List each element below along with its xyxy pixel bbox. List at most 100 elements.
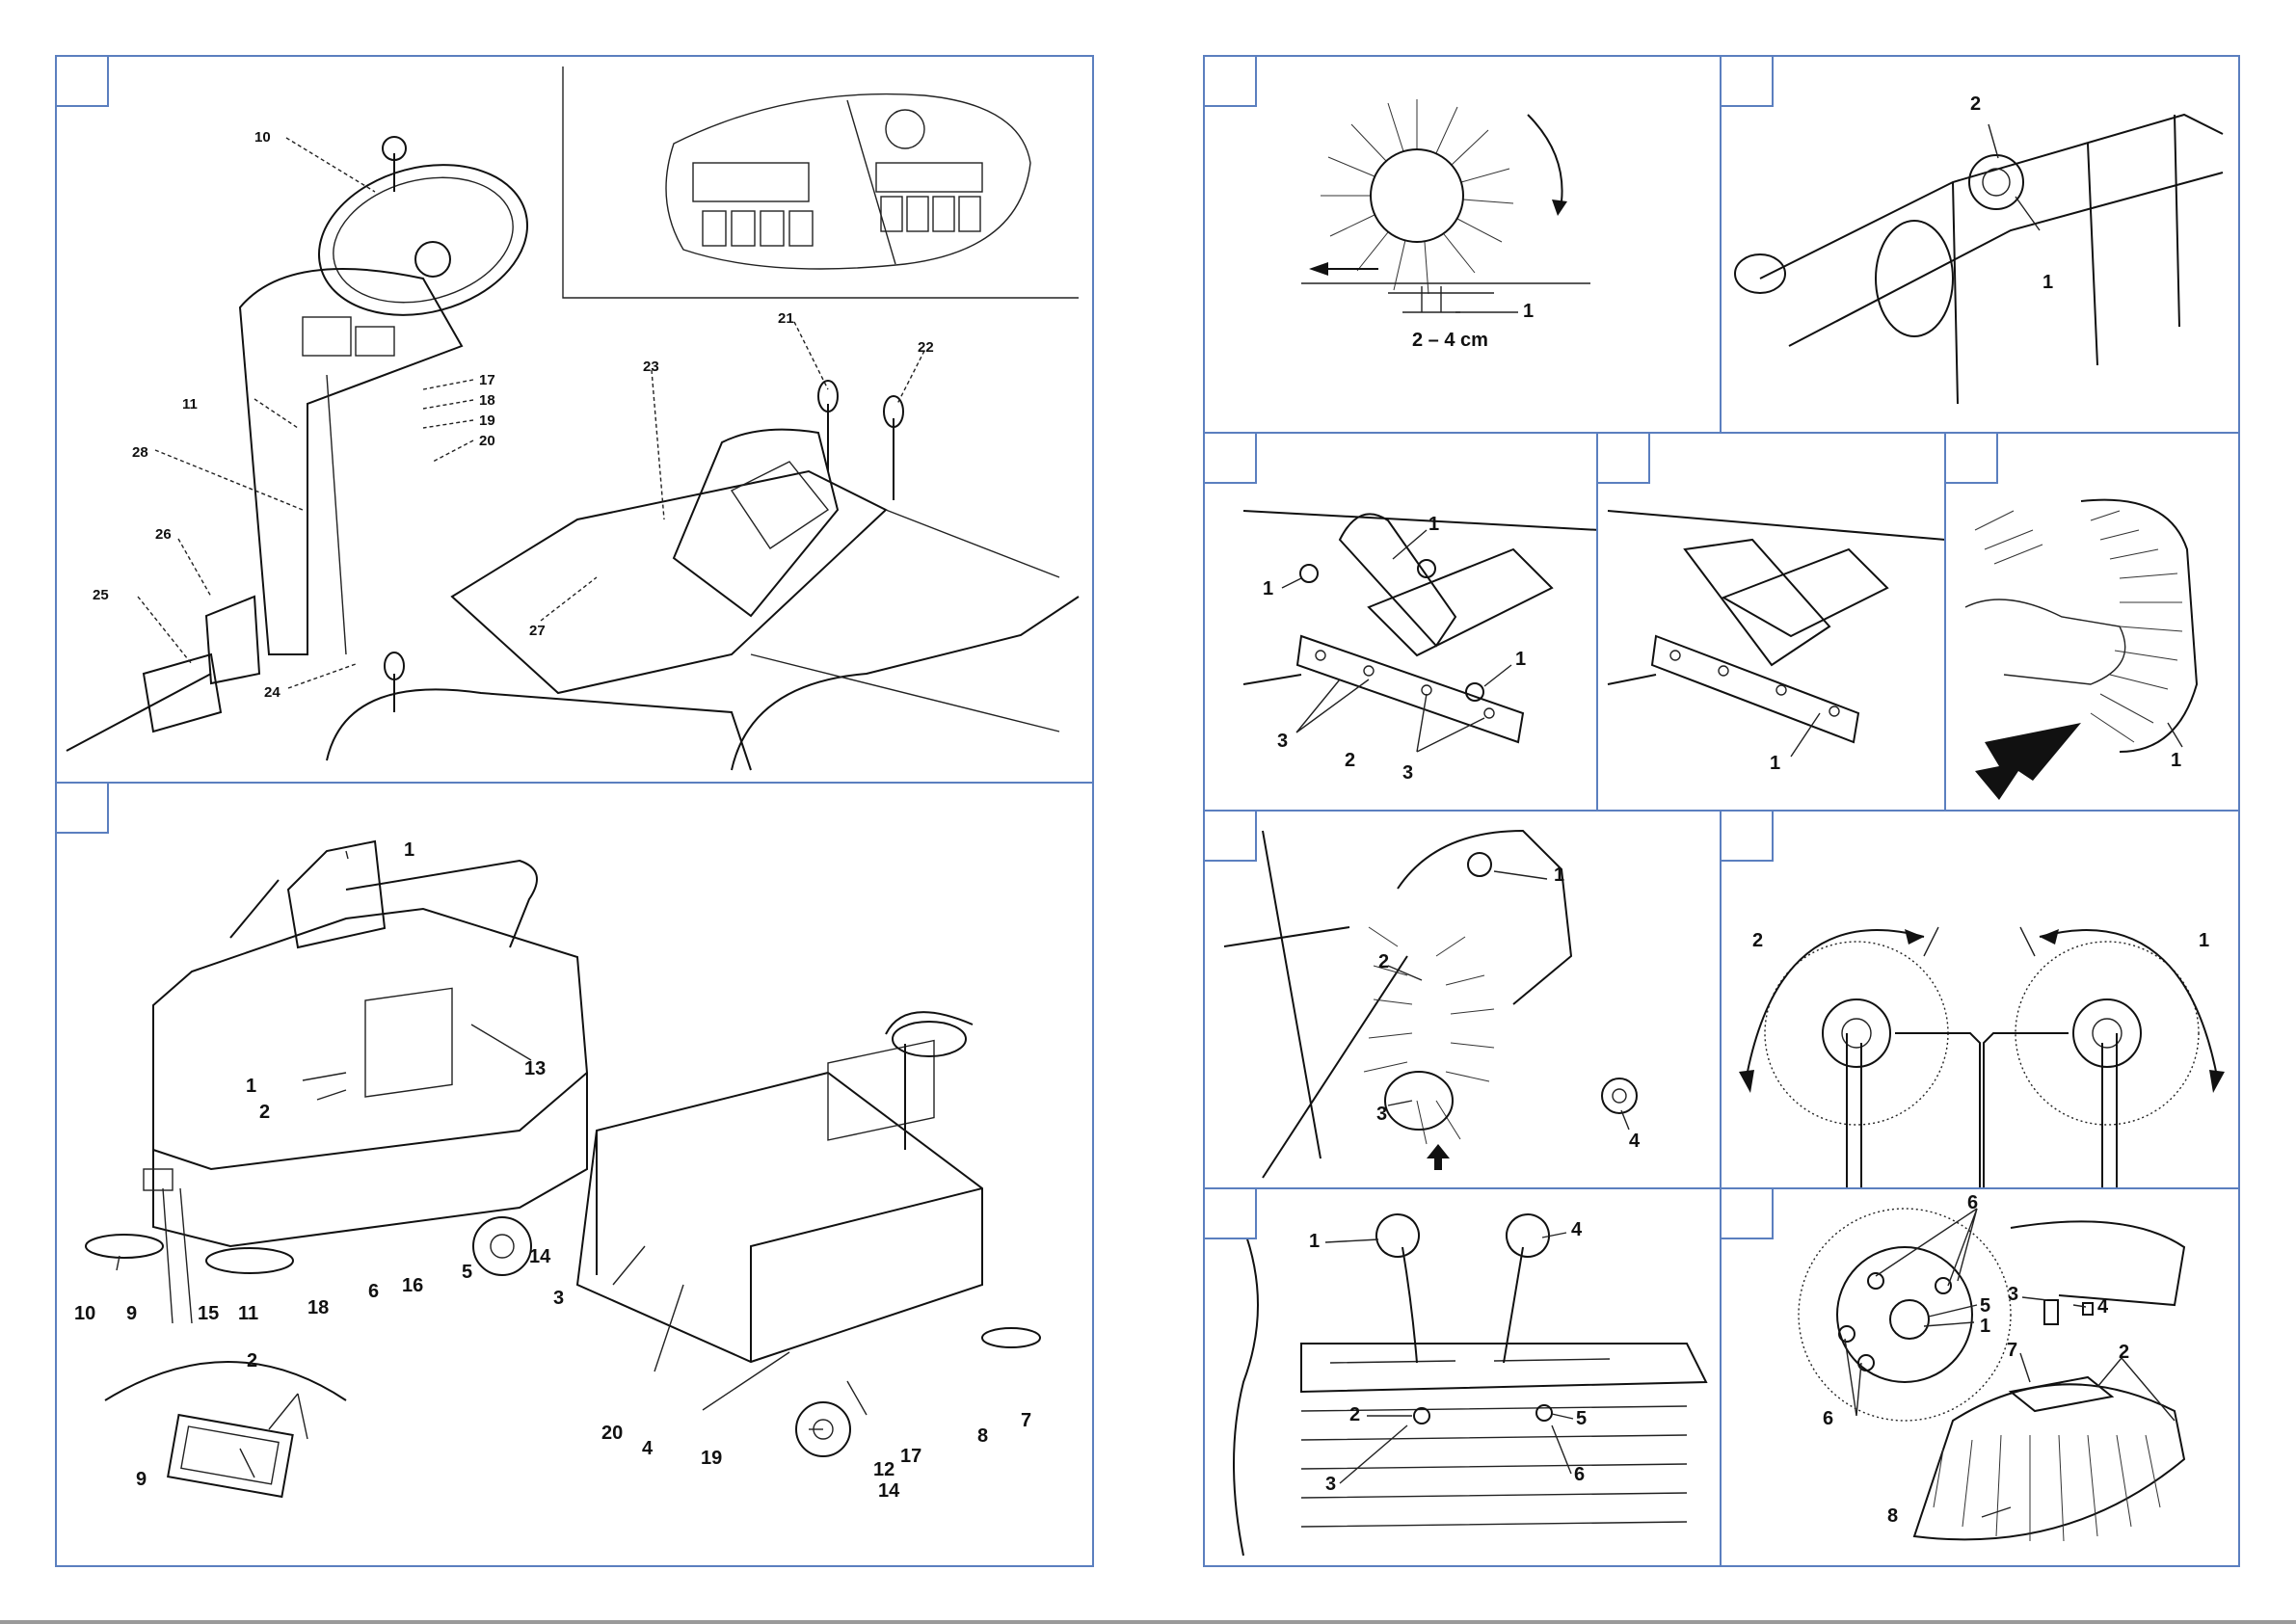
callout-5: 5 bbox=[1576, 1408, 1587, 1429]
callout-23: 23 bbox=[643, 359, 659, 375]
callout-1-top: 1 bbox=[404, 839, 414, 861]
callout-1: 1 bbox=[1770, 753, 1780, 774]
figure-brush-rotation: 2 1 bbox=[1722, 812, 2240, 1189]
callout-18: 18 bbox=[307, 1297, 329, 1318]
flap-strip bbox=[1652, 636, 1858, 742]
panel-number-box bbox=[1720, 810, 1774, 862]
callout-28: 28 bbox=[132, 444, 148, 461]
panel-number-box bbox=[1203, 810, 1257, 862]
panel-flap-bolts: 1 1 1 3 2 3 bbox=[1203, 432, 1598, 812]
rotation-arrow bbox=[1528, 115, 1562, 201]
figure-flap-bolts: 1 1 1 3 2 3 bbox=[1205, 434, 1598, 812]
callout-19: 19 bbox=[701, 1448, 722, 1469]
callout-6: 6 bbox=[1574, 1464, 1585, 1485]
callout-4: 4 bbox=[2097, 1296, 2109, 1318]
figure-main-brush: 1 2 3 4 bbox=[1205, 812, 1722, 1189]
callout-6-bottom: 6 bbox=[1823, 1408, 1833, 1429]
brush-bristles bbox=[1321, 99, 1513, 294]
callout-19: 19 bbox=[479, 413, 495, 429]
figure-flap-mounted: 1 bbox=[1598, 434, 1946, 812]
callout-24: 24 bbox=[264, 684, 280, 701]
callout-2: 2 bbox=[1349, 1404, 1360, 1425]
callout-3: 3 bbox=[553, 1288, 564, 1309]
callout-12: 12 bbox=[873, 1459, 894, 1480]
callout-1: 1 bbox=[2042, 272, 2053, 293]
callout-3-left: 3 bbox=[1277, 731, 1288, 752]
callout-15: 15 bbox=[198, 1303, 219, 1324]
callout-14-left: 14 bbox=[529, 1246, 551, 1267]
callout-25: 25 bbox=[93, 587, 109, 603]
callout-1: 1 bbox=[2171, 750, 2181, 771]
panel-brush-removal: 1 bbox=[1944, 432, 2240, 812]
panel-flap-mounted: 1 bbox=[1596, 432, 1946, 812]
callout-10: 10 bbox=[254, 129, 271, 146]
panel-number-box bbox=[55, 55, 109, 107]
callout-8: 8 bbox=[1887, 1505, 1898, 1527]
figure-brush-removal: 1 bbox=[1946, 434, 2240, 812]
panel-number-box bbox=[1720, 55, 1774, 107]
callout-4: 4 bbox=[642, 1438, 654, 1459]
panel-number-box bbox=[1720, 1187, 1774, 1239]
callout-5: 5 bbox=[462, 1262, 472, 1283]
callout-3: 3 bbox=[2008, 1284, 2018, 1305]
figure-side-brush-assembly: 6 3 4 5 1 7 2 6 8 bbox=[1722, 1189, 2240, 1567]
lever-4 bbox=[1504, 1247, 1523, 1363]
panel-main-brush: 1 2 3 4 bbox=[1203, 810, 1722, 1189]
panel-number-box bbox=[1944, 432, 1998, 484]
callout-22: 22 bbox=[918, 339, 934, 356]
callout-20: 20 bbox=[479, 433, 495, 449]
panel-number-box bbox=[1203, 1187, 1257, 1239]
callout-3: 3 bbox=[1325, 1474, 1336, 1495]
callout-2: 2 bbox=[1752, 930, 1763, 951]
callout-1-right: 1 bbox=[1515, 649, 1526, 670]
panel-operator-controls: 10 11 28 26 25 24 17 18 19 20 21 22 23 2… bbox=[55, 55, 1094, 784]
callout-1: 1 bbox=[246, 1076, 256, 1097]
brush-hub bbox=[1371, 149, 1463, 242]
pull-arrow bbox=[1975, 723, 2081, 800]
callout-2: 2 bbox=[1378, 951, 1389, 972]
callout-5: 5 bbox=[1980, 1295, 1990, 1317]
inset-callout-9: 9 bbox=[136, 1469, 147, 1490]
figure-brush-wear: 1 2 – 4 cm bbox=[1205, 57, 1722, 434]
panel-side-brush-knob: 2 1 bbox=[1720, 55, 2240, 434]
figure-machine-overview: 1 13 1 2 10 9 15 11 18 6 16 5 14 3 20 4 … bbox=[57, 784, 1094, 1567]
callout-13: 13 bbox=[524, 1058, 546, 1079]
panel-brush-rotation: 2 1 bbox=[1720, 810, 2240, 1189]
callout-3-right: 3 bbox=[1402, 762, 1413, 784]
callout-6: 6 bbox=[368, 1281, 379, 1302]
brush-bristles bbox=[1975, 511, 2182, 742]
callout-21: 21 bbox=[778, 310, 794, 327]
callout-17: 17 bbox=[900, 1446, 921, 1467]
panel-number-box bbox=[55, 782, 109, 834]
up-arrow bbox=[1427, 1144, 1450, 1170]
callout-18: 18 bbox=[479, 392, 495, 409]
adjust-knob bbox=[1969, 155, 2023, 209]
callout-1: 1 bbox=[1980, 1316, 1990, 1337]
panel-side-brush-assembly: 6 3 4 5 1 7 2 6 8 bbox=[1720, 1187, 2240, 1567]
lever-1 bbox=[1402, 1247, 1417, 1363]
callout-2: 2 bbox=[1970, 93, 1981, 115]
panel-levers: 1 4 2 5 3 6 bbox=[1203, 1187, 1722, 1567]
callout-8: 8 bbox=[977, 1425, 988, 1447]
callout-2: 2 bbox=[1345, 750, 1355, 771]
callout-2: 2 bbox=[259, 1102, 270, 1123]
callout-10: 10 bbox=[74, 1303, 95, 1324]
figure-side-brush-knob: 2 1 bbox=[1722, 57, 2240, 434]
callout-1-left: 1 bbox=[1263, 578, 1273, 599]
callout-2: 2 bbox=[2119, 1342, 2129, 1363]
callout-4: 4 bbox=[1571, 1219, 1583, 1240]
callout-14-right: 14 bbox=[878, 1480, 900, 1502]
callout-4: 4 bbox=[1629, 1131, 1641, 1152]
panel-number-box bbox=[1203, 432, 1257, 484]
callout-9: 9 bbox=[126, 1303, 137, 1324]
brush-bristles bbox=[1934, 1435, 2160, 1541]
callout-6-top: 6 bbox=[1967, 1192, 1978, 1213]
figure-operator-controls: 10 11 28 26 25 24 17 18 19 20 21 22 23 2… bbox=[57, 57, 1094, 784]
callout-11: 11 bbox=[238, 1303, 258, 1324]
callout-1: 1 bbox=[1523, 301, 1534, 322]
callout-1: 1 bbox=[1554, 865, 1564, 886]
inset-callout-2: 2 bbox=[247, 1350, 257, 1371]
callout-1-top: 1 bbox=[1428, 514, 1439, 535]
panel-brush-wear: 1 2 – 4 cm bbox=[1203, 55, 1722, 434]
callout-17: 17 bbox=[479, 372, 495, 388]
